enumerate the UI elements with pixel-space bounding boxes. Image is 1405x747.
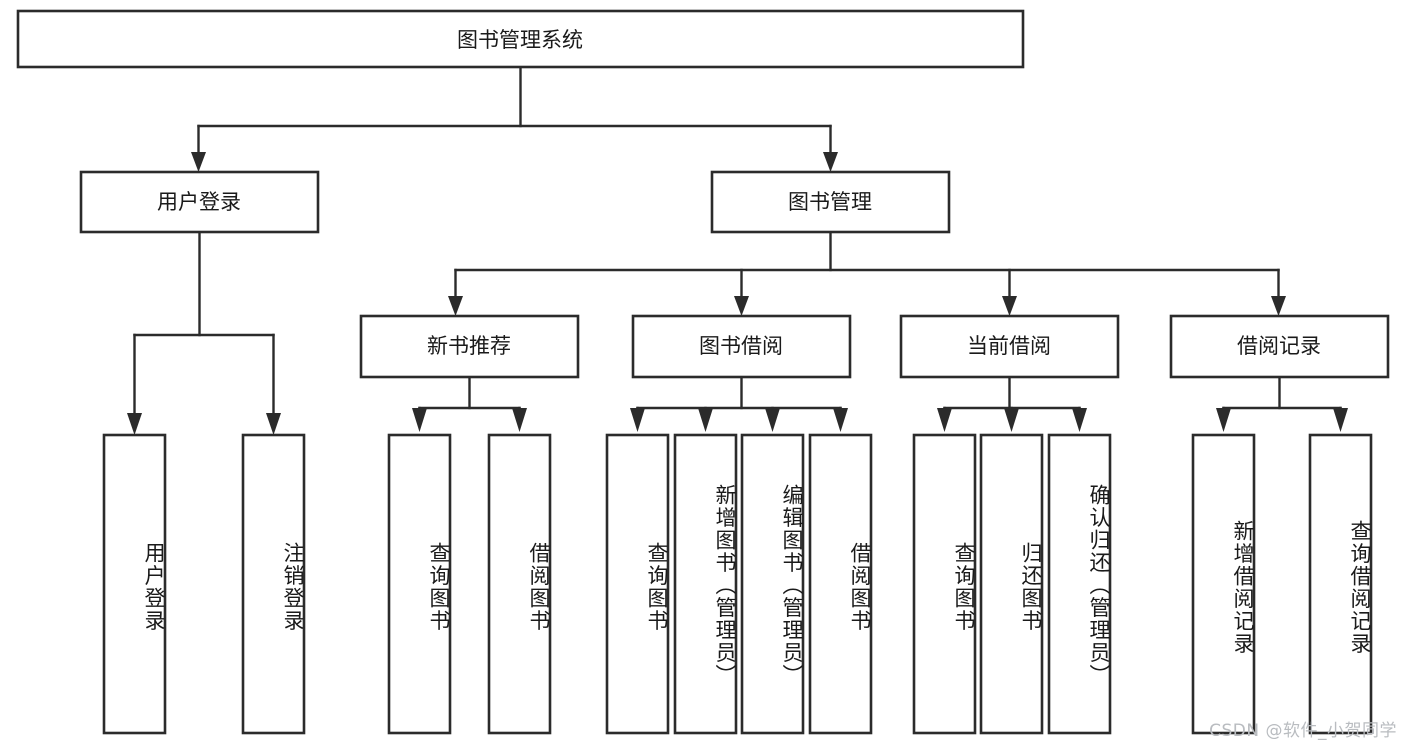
leaf-box-newbook-0[interactable] [387,433,452,735]
leaf-box-newbook-1[interactable] [487,433,552,735]
leaf-box-bookborrow-1[interactable] [673,433,738,735]
leaf-box-bookborrow-2[interactable] [740,433,805,735]
connector-currentborrow-to-leaves [937,375,1087,432]
node-borrow-record-label: 借阅记录 [1237,334,1321,358]
node-current-borrow[interactable]: 当前借阅 [899,314,1120,379]
node-user-login[interactable]: 用户登录 [79,170,320,234]
connector-newbook-to-leaves [412,375,527,432]
connector-bookmgmt-to-level3 [448,230,1286,316]
leaf-box-borrowrecord-0[interactable] [1191,433,1256,735]
connector-borrowrecord-to-leaves [1216,375,1348,432]
leaf-boxes [102,433,1373,735]
node-new-book-recommend[interactable]: 新书推荐 [359,314,580,379]
node-root[interactable]: 图书管理系统 [16,9,1025,69]
node-new-book-recommend-label: 新书推荐 [427,334,511,358]
leaf-box-currentborrow-0[interactable] [912,433,977,735]
leaf-box-currentborrow-1[interactable] [979,433,1044,735]
node-borrow-record[interactable]: 借阅记录 [1169,314,1390,379]
node-book-management[interactable]: 图书管理 [710,170,951,234]
csdn-watermark: CSDN @软件_小贺同学 [1209,721,1397,741]
node-current-borrow-label: 当前借阅 [967,334,1051,358]
leaf-box-bookborrow-0[interactable] [605,433,670,735]
node-user-login-label: 用户登录 [157,190,241,214]
leaf-box-user-login-1[interactable] [241,433,306,735]
node-book-borrow[interactable]: 图书借阅 [631,314,852,379]
node-book-management-label: 图书管理 [788,190,872,214]
leaf-box-user-login-0[interactable] [102,433,167,735]
connector-userlogin-to-leaves [127,230,281,435]
leaf-box-bookborrow-3[interactable] [808,433,873,735]
node-root-label: 图书管理系统 [457,28,583,52]
node-book-borrow-label: 图书借阅 [699,334,783,358]
leaf-box-currentborrow-2[interactable] [1047,433,1112,735]
leaf-box-borrowrecord-1[interactable] [1308,433,1373,735]
connector-bookborrow-to-leaves [630,375,848,432]
connector-root-to-level2 [191,65,838,172]
